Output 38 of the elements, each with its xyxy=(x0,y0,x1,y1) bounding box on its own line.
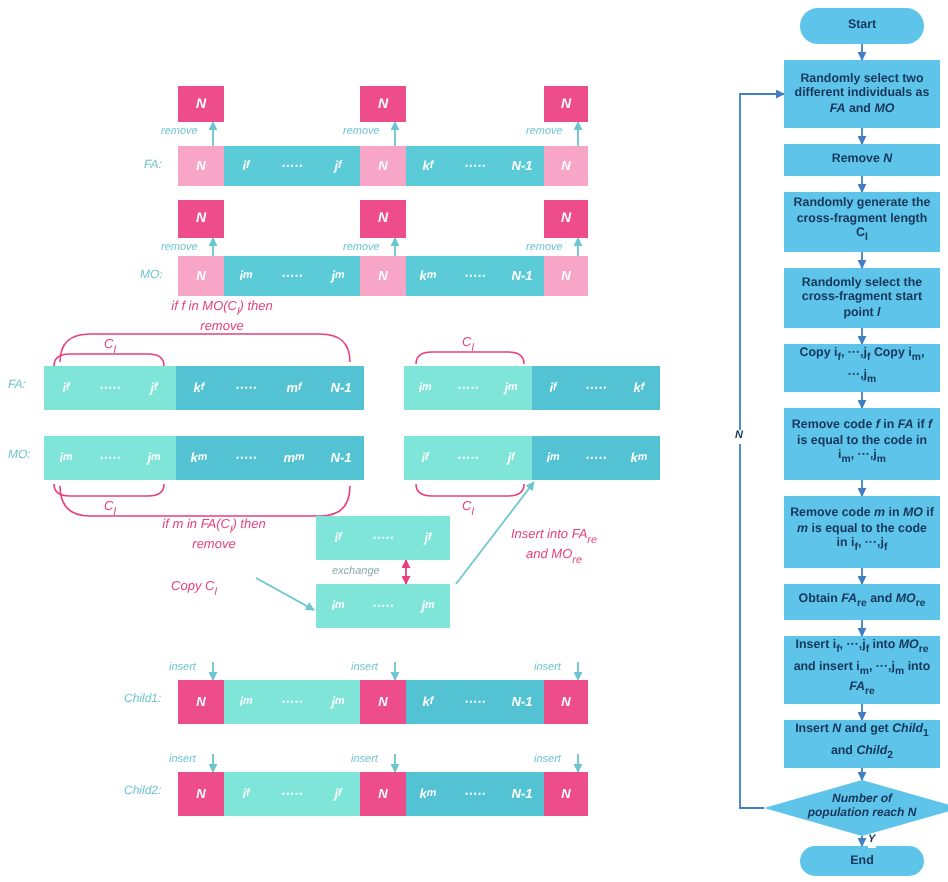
arrow xyxy=(390,661,400,681)
arrow xyxy=(573,661,583,681)
chromosome-bar xyxy=(178,146,588,186)
arrow xyxy=(857,479,867,497)
arrow xyxy=(857,391,867,409)
chromosome-bar xyxy=(178,256,588,296)
arrow xyxy=(255,577,315,611)
arrow xyxy=(390,121,400,147)
arrow xyxy=(208,237,218,257)
arrow xyxy=(401,559,411,585)
arrow xyxy=(857,43,867,61)
arrow xyxy=(857,127,867,145)
arrow xyxy=(857,619,867,637)
chromosome-bar xyxy=(404,436,660,480)
arrow xyxy=(573,121,583,147)
chromosome-bar xyxy=(316,584,450,628)
arrow xyxy=(573,753,583,773)
arrow xyxy=(857,327,867,345)
arrow xyxy=(390,237,400,257)
arrow xyxy=(857,767,867,781)
chromosome-bar xyxy=(178,680,588,724)
arrow xyxy=(857,251,867,269)
arrow xyxy=(857,835,867,847)
arrow xyxy=(857,567,867,585)
arrow xyxy=(739,89,785,809)
arrow xyxy=(455,481,535,585)
arrow xyxy=(208,661,218,681)
chromosome-bar xyxy=(44,436,364,480)
arrow xyxy=(857,175,867,193)
chromosome-bar xyxy=(178,772,588,816)
chromosome-bar xyxy=(404,366,660,410)
arrow xyxy=(857,703,867,721)
arrow xyxy=(390,753,400,773)
arrow xyxy=(208,121,218,147)
arrow xyxy=(573,237,583,257)
chromosome-bar xyxy=(316,516,450,560)
chromosome-bar xyxy=(44,366,364,410)
arrow xyxy=(208,753,218,773)
